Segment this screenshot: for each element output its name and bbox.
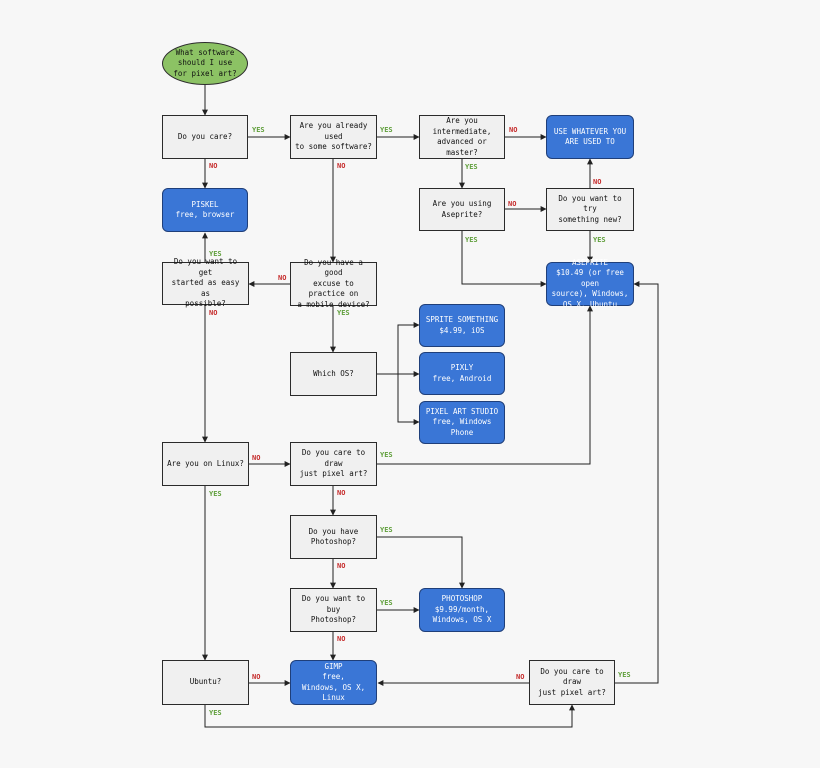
label-yes-buyphotoshop-photoshop: YES: [380, 599, 393, 607]
edge-whichos-pixelartstudio: [377, 373, 420, 425]
label-yes-usingaseprite-aseprite: YES: [465, 236, 478, 244]
question-linux: Are you on Linux?: [162, 442, 249, 486]
answer-piskel: PISKEL free, browser: [162, 188, 248, 232]
question-do-you-care: Do you care?: [162, 115, 248, 159]
question-intermediate: Are you intermediate, advanced or master…: [419, 115, 505, 159]
question-easy-start: Do you want to get started as easy as po…: [162, 257, 249, 308]
edge-usingaseprite-aseprite: [461, 231, 547, 287]
label-yes-trynew-aseprite: YES: [593, 236, 606, 244]
answer-pixly: PIXLY free, Android: [419, 352, 505, 395]
label-no-havephotoshop-buyphotoshop: NO: [337, 562, 346, 570]
question-using-aseprite: Are you using Aseprite?: [419, 188, 505, 231]
answer-photoshop: PHOTOSHOP $9.99/month, Windows, OS X: [419, 588, 505, 632]
label-yes-draw2-aseprite: YES: [618, 671, 631, 679]
label-no-already-mobile: NO: [337, 162, 346, 170]
label-no-linux-draw1: NO: [252, 454, 261, 462]
label-yes-intermediate-usingaseprite: YES: [465, 163, 478, 171]
question-which-os: Which OS?: [290, 352, 377, 396]
question-try-new: Do you want to try something new?: [546, 188, 634, 231]
question-mobile-excuse: Do you have a good excuse to practice on…: [290, 258, 377, 309]
label-no-care-piskel: NO: [209, 162, 218, 170]
answer-gimp: GIMP free, Windows, OS X, Linux: [290, 660, 377, 705]
label-yes-mobile-whichos: YES: [337, 309, 350, 317]
label-yes-havephotoshop-photoshop: YES: [380, 526, 393, 534]
label-no-easy-linux: NO: [209, 309, 218, 317]
answer-pixel-art-studio: PIXEL ART STUDIO free, Windows Phone: [419, 401, 505, 444]
question-draw-pixel-art-2: Do you care to draw just pixel art?: [529, 660, 615, 705]
label-yes-already-intermediate: YES: [380, 126, 393, 134]
label-no-ubuntu-gimp: NO: [252, 673, 261, 681]
answer-aseprite: ASEPRITE $10.49 (or free open source), W…: [546, 258, 634, 309]
label-no-usingaseprite-trynew: NO: [508, 200, 517, 208]
question-draw-pixel-art-1: Do you care to draw just pixel art?: [290, 442, 377, 486]
answer-sprite-something: SPRITE SOMETHING $4.99, iOS: [419, 304, 505, 347]
edge-draw2-aseprite: [615, 281, 659, 684]
label-no-draw2-gimp: NO: [516, 673, 525, 681]
answer-use-whatever: USE WHATEVER YOU ARE USED TO: [546, 115, 634, 159]
edge-ubuntu-draw2: [204, 704, 575, 728]
question-ubuntu: Ubuntu?: [162, 660, 249, 705]
start-node: What software should I use for pixel art…: [162, 42, 248, 85]
question-buy-photoshop: Do you want to buy Photoshop?: [290, 588, 377, 632]
label-yes-draw1-aseprite: YES: [380, 451, 393, 459]
label-no-draw1-havephotoshop: NO: [337, 489, 346, 497]
label-no-buyphotoshop-gimp: NO: [337, 635, 346, 643]
edge-whichos-sprite: [377, 322, 420, 375]
label-no-trynew-usewhatever: NO: [593, 178, 602, 186]
label-yes-easy-piskel: YES: [209, 250, 222, 258]
label-no-mobile-easy: NO: [278, 274, 287, 282]
edge-draw1-aseprite: [377, 305, 593, 465]
question-already-used: Are you already used to some software?: [290, 115, 377, 159]
label-no-intermediate-usewhatever: NO: [509, 126, 518, 134]
label-yes-ubuntu-draw2: YES: [209, 709, 222, 717]
label-yes-care-already: YES: [252, 126, 265, 134]
label-yes-linux-ubuntu: YES: [209, 490, 222, 498]
edge-havephotoshop-photoshop: [377, 536, 465, 589]
question-have-photoshop: Do you have Photoshop?: [290, 515, 377, 559]
